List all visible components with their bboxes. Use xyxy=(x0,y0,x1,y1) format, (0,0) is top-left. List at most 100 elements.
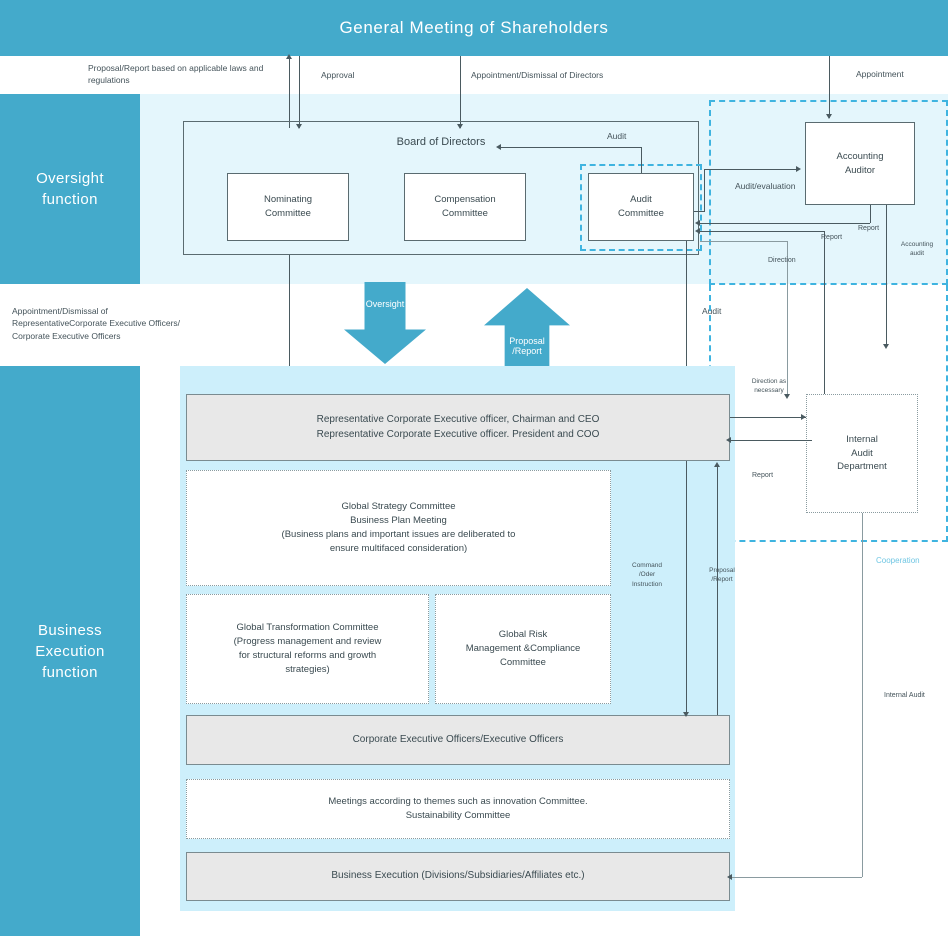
sidebar-label-business-execution: Business Execution function xyxy=(0,366,140,936)
global-transformation-committee-box: Global Transformation Committee (Progres… xyxy=(186,594,429,704)
label-report-iad: Report xyxy=(821,234,843,241)
label-appointment-dismissal-officers: Appointment/Dismissal of RepresentativeC… xyxy=(12,306,181,341)
page-title: General Meeting of Shareholders xyxy=(339,18,609,37)
accounting-auditor-box: Accounting Auditor xyxy=(805,122,915,205)
connector-audit-board-vert xyxy=(641,147,642,173)
connector-proposal-report-up xyxy=(289,58,290,128)
grmcc-line1: Global Risk xyxy=(498,629,548,641)
accounting-auditor-line2: Auditor xyxy=(844,164,876,176)
proposal-block-arrow-line2: /Report xyxy=(512,346,542,356)
arrowhead-iad-report-left xyxy=(695,227,700,234)
label-command-line3: Instruction xyxy=(632,580,662,588)
label-command-line2: /Oder xyxy=(638,571,656,579)
compensation-committee-box: Compensation Committee xyxy=(404,173,526,241)
label-proposal-report-exec: Proposal /Report xyxy=(702,566,742,585)
grmcc-line3: Committee xyxy=(500,656,546,668)
sidebar-business-line3: function xyxy=(42,663,98,681)
label-approval: Approval xyxy=(321,70,355,80)
ceo-line2: Representative Corporate Executive offic… xyxy=(316,428,600,440)
arrowhead-auditor-report-left xyxy=(695,219,700,226)
arrowhead-audit-board-left xyxy=(496,143,501,150)
arrowhead-audit-eval-right xyxy=(796,165,801,172)
connector-audit-eval-top xyxy=(704,169,797,170)
compensation-committee-line1: Compensation xyxy=(434,194,496,206)
label-cooperation: Cooperation xyxy=(876,556,920,565)
label-internal-audit: Internal Audit xyxy=(884,692,925,699)
proposal-report-block-arrow: Proposal /Report xyxy=(484,288,570,373)
connector-audit-board-horiz xyxy=(501,147,641,148)
ceo-line1: Representative Corporate Executive offic… xyxy=(316,414,600,425)
nominating-committee-box: Nominating Committee xyxy=(227,173,349,241)
label-audit-board: Audit xyxy=(607,131,627,141)
connector-officers-down xyxy=(289,255,290,385)
label-dan-line1: Direction as xyxy=(751,378,787,385)
accounting-auditor-dashed-region xyxy=(709,100,948,285)
arrowhead-report-ceo-left xyxy=(726,436,731,443)
connector-appointment-auditor-down xyxy=(829,56,830,118)
compensation-committee-line2: Committee xyxy=(442,208,488,219)
board-of-directors-label: Board of Directors xyxy=(396,136,486,148)
connector-internal-audit-horiz xyxy=(731,877,862,878)
sidebar-oversight-line1: Oversight xyxy=(36,170,104,187)
oversight-block-arrow: Oversight xyxy=(344,282,426,364)
connector-audit-eval-vert xyxy=(704,169,705,212)
label-audit-evaluation: Audit/evaluation xyxy=(735,181,796,191)
connector-iad-report-horiz xyxy=(700,231,824,232)
label-appointment: Appointment xyxy=(856,69,904,79)
label-accounting-audit-line1: Accounting xyxy=(900,241,934,248)
connector-audit-exec-vert xyxy=(686,241,687,383)
sidebar-business-line1: Business xyxy=(37,621,103,639)
label-dan-line2: necessary xyxy=(754,387,784,395)
gtc-line4: strategies) xyxy=(285,663,330,675)
label-direction: Direction xyxy=(768,257,796,264)
arrowhead-approval-down xyxy=(295,124,302,129)
connector-direction-vert xyxy=(787,241,788,397)
board-of-directors-box: Board of Directors xyxy=(183,121,699,255)
arrowhead-accounting-audit-down xyxy=(882,344,889,349)
meetings-line1: Meetings according to themes such as inn… xyxy=(328,796,588,808)
sidebar-oversight-line2: function xyxy=(42,191,98,208)
connector-audit-eval-stub xyxy=(694,211,705,212)
themed-meetings-box: Meetings according to themes such as inn… xyxy=(186,779,730,839)
label-proposal-report-laws: Proposal/Report based on applicable laws… xyxy=(88,63,264,86)
representative-executives-box: Representative Corporate Executive offic… xyxy=(186,394,730,461)
arrowhead-command-down xyxy=(682,712,689,717)
proposal-block-arrow-line1: Proposal xyxy=(509,336,545,346)
connector-internal-audit-vert xyxy=(862,513,863,877)
nominating-committee-line1: Nominating xyxy=(263,194,313,206)
audit-committee-line2: Committee xyxy=(618,208,664,219)
connector-approval-down xyxy=(299,56,300,128)
label-accounting-audit-line2: audit xyxy=(909,250,925,258)
arrowhead-internal-audit-left xyxy=(727,873,732,880)
business-execution-label: Business Execution (Divisions/Subsidiari… xyxy=(331,870,585,882)
arrowhead-appointment-directors-down xyxy=(456,124,463,129)
arrowhead-direction-down xyxy=(783,394,790,399)
connector-proposal-report-up-exec xyxy=(717,466,718,715)
gtc-line2: (Progress management and review xyxy=(233,636,382,648)
corporate-executive-officers-box: Corporate Executive Officers/Executive O… xyxy=(186,715,730,765)
connector-dan-horiz xyxy=(730,417,806,418)
meetings-line2: Sustainability Committee xyxy=(405,810,511,821)
arrowhead-proposal-report-up-exec xyxy=(713,462,720,467)
label-command-order-instruction: Command /Oder Instruction xyxy=(624,561,670,589)
label-accounting-audit: Accounting audit xyxy=(893,240,941,259)
gsc-line3: (Business plans and important issues are… xyxy=(281,529,516,540)
gtc-line3: for structural reforms and growth xyxy=(238,650,377,661)
arrowhead-appointment-auditor-down xyxy=(825,114,832,119)
global-risk-compliance-committee-box: Global Risk Management &Compliance Commi… xyxy=(435,594,611,704)
iad-line2: Audit xyxy=(851,447,873,459)
business-execution-box: Business Execution (Divisions/Subsidiari… xyxy=(186,852,730,901)
gtc-line1: Global Transformation Committee xyxy=(236,622,379,634)
nominating-committee-line2: Committee xyxy=(265,208,311,219)
gsc-line2: Business Plan Meeting xyxy=(350,515,447,527)
audit-committee-box: Audit Committee xyxy=(588,173,694,241)
connector-auditor-report-horiz xyxy=(700,223,870,224)
internal-audit-department-box: Internal Audit Department xyxy=(806,394,918,513)
label-direction-as-necessary: Direction as necessary xyxy=(741,377,797,396)
iad-line3: Department xyxy=(837,461,887,473)
officers-label: Corporate Executive Officers/Executive O… xyxy=(352,733,564,745)
label-proposal-report-exec-line1: Proposal xyxy=(709,567,735,574)
accounting-auditor-line1: Accounting xyxy=(836,150,884,162)
grmcc-line2: Management &Compliance xyxy=(465,643,581,655)
